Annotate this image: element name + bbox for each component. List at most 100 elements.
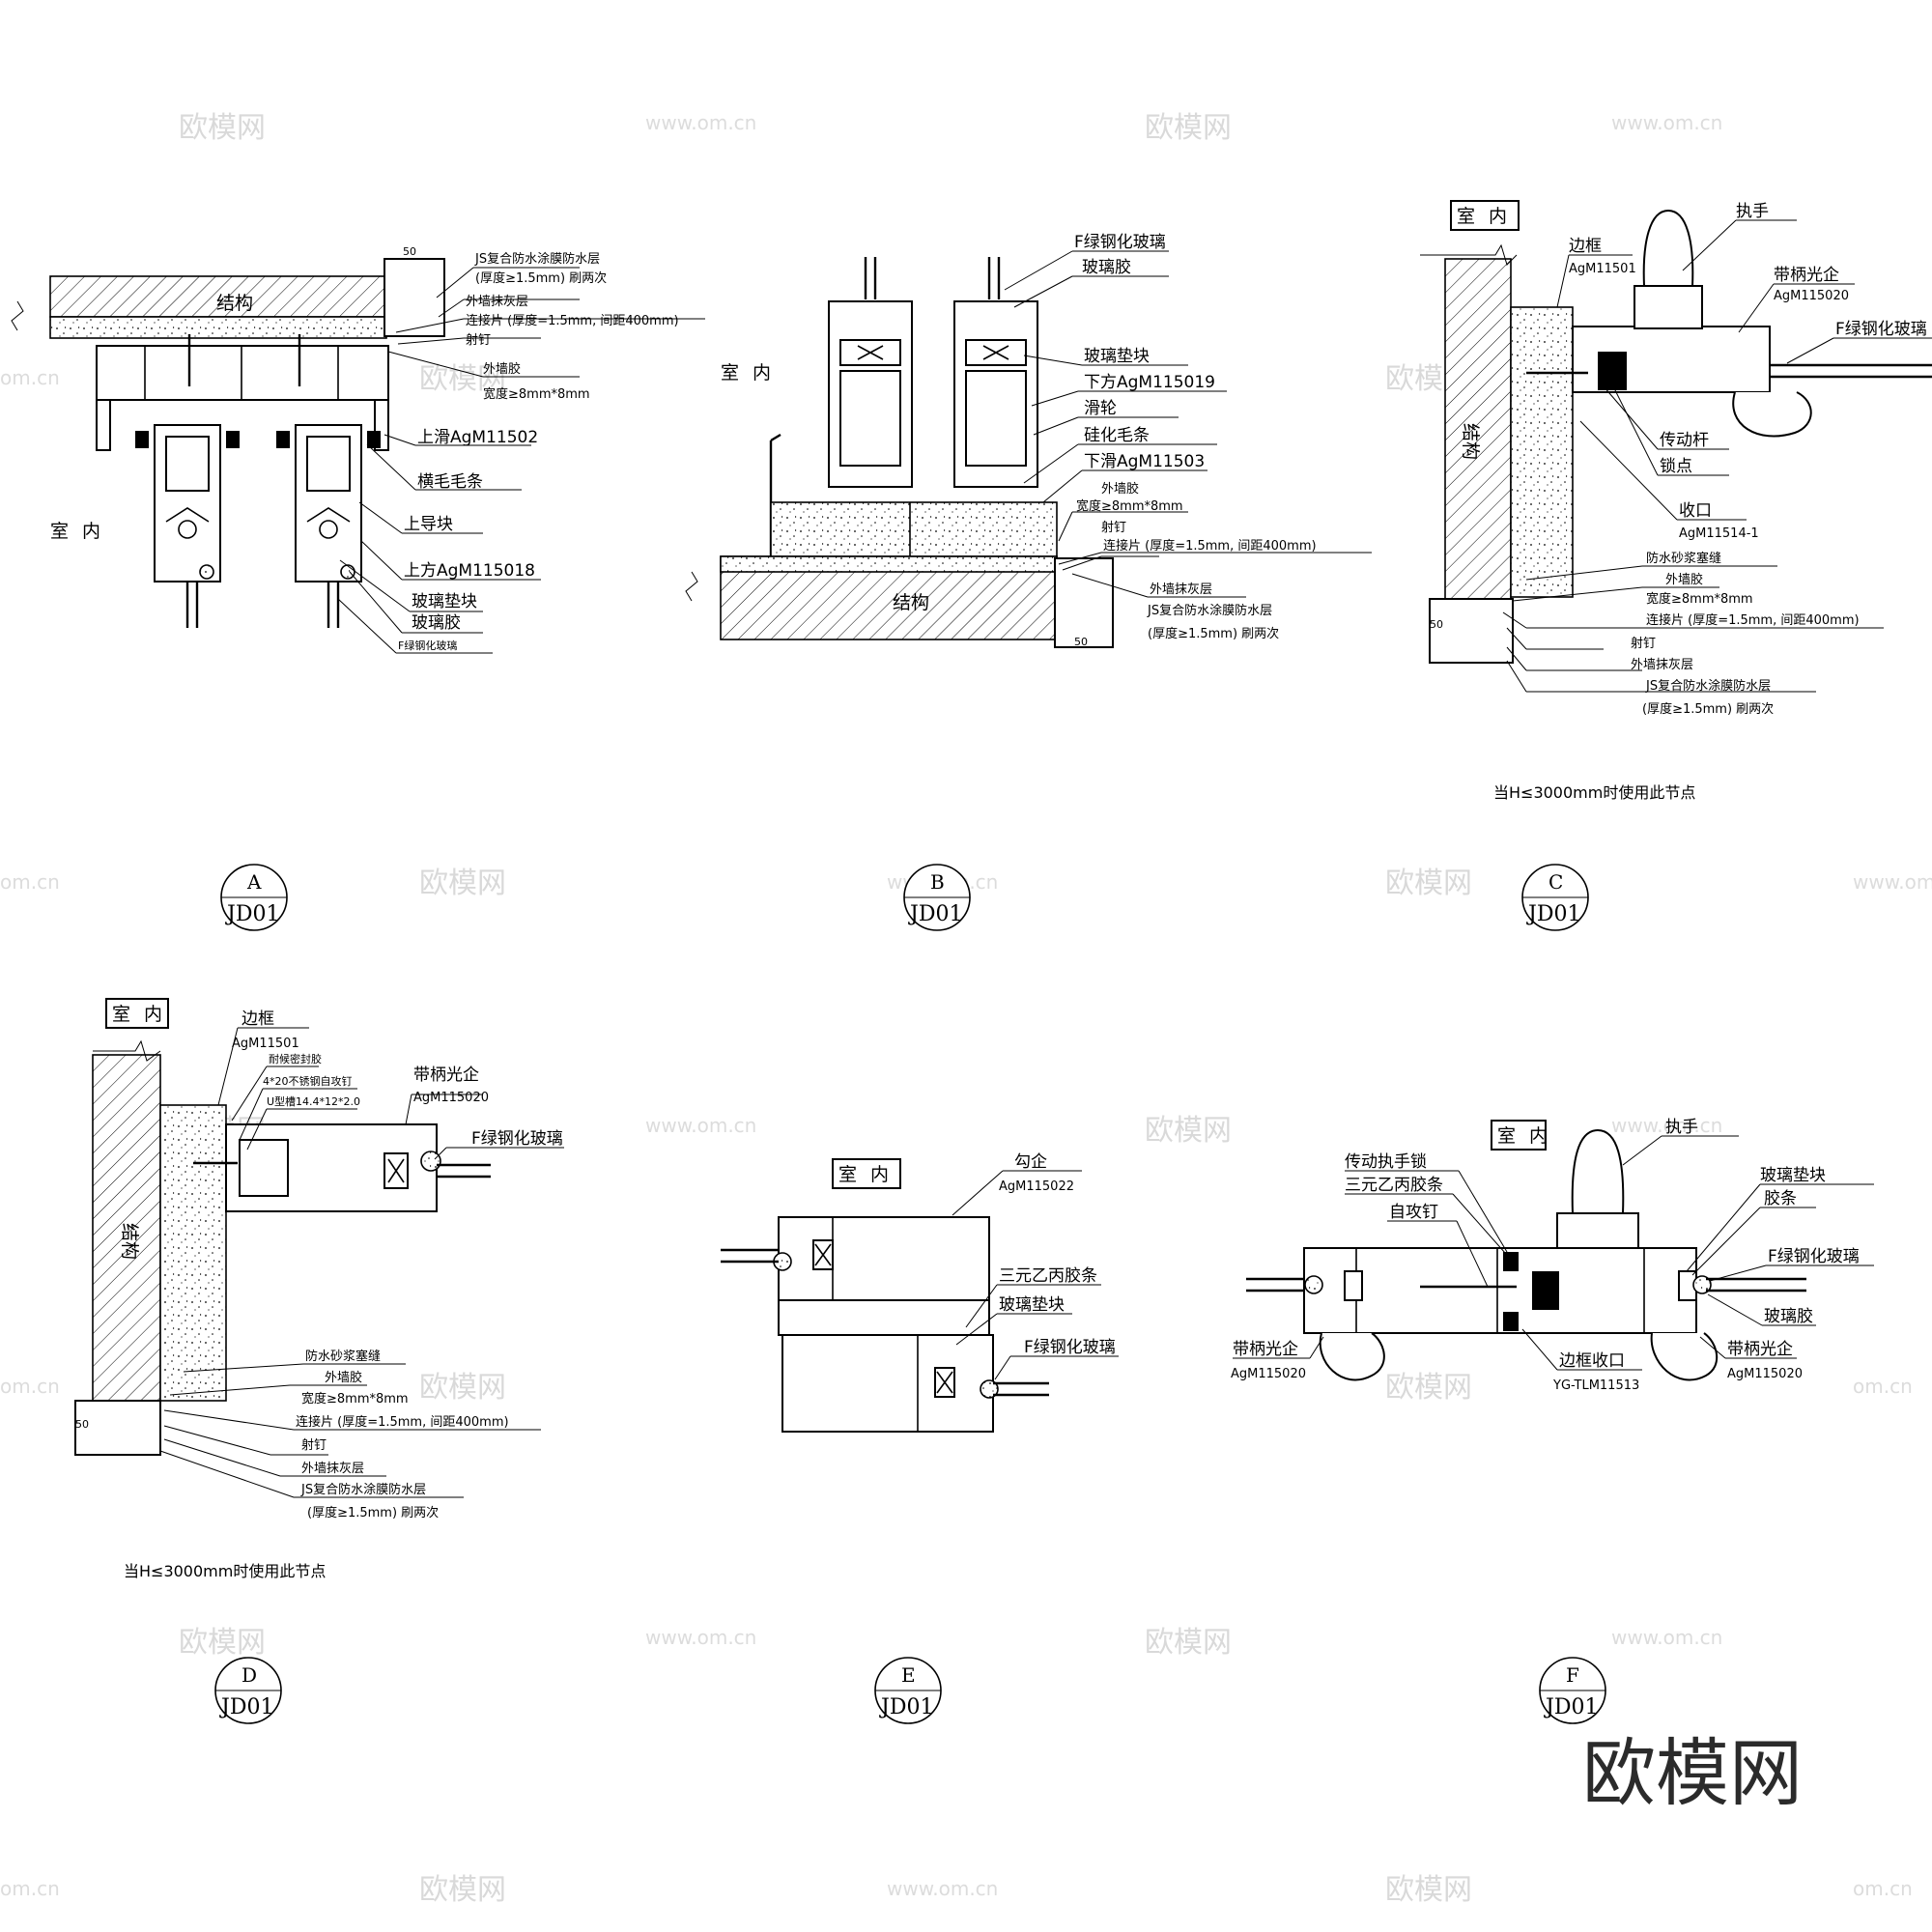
watermark-url: www.om.cn [645, 1626, 756, 1649]
room-label: 室 内 [721, 362, 775, 384]
bubble-letter: D [242, 1663, 257, 1687]
watermark-logo: 欧模网 [1385, 867, 1472, 900]
callout-label: 射钉 [301, 1437, 327, 1453]
callout-label: 滑轮 [1084, 399, 1117, 418]
callout-label: 连接片 (厚度=1.5mm, 间距400mm) [1646, 612, 1860, 628]
callout-label: (厚度≥1.5mm) 刷两次 [1642, 701, 1774, 717]
callout-label: 上方AgM115018 [404, 561, 535, 581]
callout-label: 上滑AgM11502 [417, 428, 538, 447]
callout-label: 玻璃胶 [412, 613, 461, 633]
watermark-logo: 欧模网 [419, 362, 506, 396]
room-box [1491, 1120, 1547, 1151]
callout-label: 带柄光企 [413, 1065, 479, 1085]
watermark-logo: 欧模网 [179, 1626, 266, 1660]
watermark-logo: 欧模网 [1145, 1626, 1232, 1660]
watermark-logo: 欧模网 [419, 867, 506, 900]
structure-wall [92, 1054, 161, 1402]
detail-bubble-e: E JD01 [874, 1657, 942, 1724]
watermark-url: om.cn [1853, 1877, 1913, 1900]
callout-label: 边框收口 [1559, 1351, 1625, 1371]
bubble-sheet: JD01 [219, 1695, 273, 1719]
callout-label: YG-TLM11513 [1552, 1378, 1639, 1393]
callout-label: 外墙抹灰层 [466, 295, 528, 309]
sash-profile [1650, 1332, 1718, 1381]
meeting-stile-profile [1303, 1247, 1697, 1334]
watermark-logo: 欧模网 [419, 1371, 506, 1405]
callout-label: AgM115020 [1727, 1367, 1803, 1381]
plaster-layer [49, 316, 387, 339]
callout-label: 连接片 (厚度=1.5mm, 间距400mm) [466, 313, 679, 328]
dim-block [384, 258, 445, 337]
detail-d: 结构 室 内 50 边框 AgM11501 耐候密封 [74, 998, 564, 1724]
bubble-letter: A [246, 870, 262, 894]
watermark-url: om.cn [0, 870, 60, 894]
watermark-logo: 欧模网 [419, 1873, 506, 1907]
callout-label: AgM115022 [999, 1179, 1074, 1194]
dim-text: 50 [403, 245, 416, 258]
bubble-letter: B [930, 870, 945, 894]
callout-label: U型槽14.4*12*2.0 [267, 1094, 360, 1108]
callout-label: F绿钢化玻璃 [1074, 233, 1166, 252]
callout-label: 传动执手锁 [1345, 1152, 1427, 1172]
callout-label: 玻璃胶 [1764, 1307, 1813, 1326]
bubble-sheet: JD01 [1544, 1695, 1598, 1719]
dim-text: 50 [1430, 618, 1443, 631]
callout-label: 执手 [1665, 1118, 1698, 1137]
room-label: 室 内 [838, 1164, 893, 1185]
callout-label: 连接片 (厚度=1.5mm, 间距400mm) [296, 1414, 509, 1430]
room-label: 室 内 [50, 521, 104, 542]
bottom-track-infill [770, 501, 1058, 561]
sash-profile [1319, 1332, 1385, 1381]
callout-label: 外墙胶 [1101, 481, 1139, 497]
callout-label: AgM115020 [1231, 1367, 1306, 1381]
watermark-url: om.cn [0, 1877, 60, 1900]
callout-label: 带柄光企 [1727, 1340, 1793, 1359]
callout-label: 连接片 (厚度=1.5mm, 间距400mm) [1103, 538, 1317, 554]
watermark-url: www.om.cn [645, 1114, 756, 1137]
callout-label: 外墙抹灰层 [301, 1462, 364, 1476]
callout-label: 外墙抹灰层 [1631, 658, 1693, 672]
callout-label: 宽度≥8mm*8mm [301, 1391, 409, 1406]
callout-label: 玻璃垫块 [412, 592, 477, 611]
break-line [93, 1039, 161, 1062]
watermark-url: www.om.cn [1611, 1626, 1722, 1649]
detail-bubble-c: C JD01 [1521, 864, 1589, 931]
bubble-sheet: JD01 [225, 902, 279, 926]
watermark-logo: 欧模网 [1145, 111, 1232, 145]
callout-label: 射钉 [1631, 636, 1656, 651]
watermark-url: www.om.cn [1611, 111, 1722, 134]
callout-label: (厚度≥1.5mm) 刷两次 [307, 1505, 439, 1520]
callout-label: 锁点 [1660, 457, 1692, 476]
callout-label: 三元乙丙胶条 [1345, 1176, 1443, 1195]
watermark-logo: 欧模网 [179, 111, 266, 145]
watermark-url: www.om.cn [1853, 870, 1932, 894]
callout-label: 玻璃垫块 [1760, 1166, 1826, 1185]
callout-label: 三元乙丙胶条 [999, 1266, 1097, 1286]
callout-label: JS复合防水涂膜防水层 [300, 1482, 426, 1497]
interlock-profile-upper [778, 1216, 990, 1301]
callout-label: F绿钢化玻璃 [398, 639, 457, 652]
detail-bubble-f: F JD01 [1539, 1657, 1606, 1724]
structure-label: 结构 [893, 592, 929, 613]
callout-label: F绿钢化玻璃 [1024, 1338, 1116, 1357]
mortar-infill [159, 1104, 227, 1402]
detail-c: 结构 室 内 50 执手 边框 AgM [1420, 200, 1932, 931]
room-box [1450, 200, 1520, 231]
callout-label: 边框 [1569, 237, 1602, 256]
room-label: 室 内 [112, 1004, 166, 1025]
watermark-logo: 欧模网 [1385, 1873, 1472, 1907]
watermark-url: om.cn [0, 1375, 60, 1398]
handle-icon [1642, 209, 1694, 287]
callout-label: (厚度≥1.5mm) 刷两次 [475, 270, 607, 286]
detail-a: 结构 50 室 内 [11, 245, 705, 931]
watermark-url: www.om.cn [1611, 1114, 1722, 1137]
bubble-letter: E [901, 1663, 916, 1687]
bubble-sheet: JD01 [1526, 902, 1580, 926]
callout-label: JS复合防水涂膜防水层 [474, 251, 600, 267]
callout-label: AgM11501 [232, 1037, 299, 1051]
callout-label: 防水砂浆塞缝 [305, 1349, 381, 1364]
callout-label: 下滑AgM11503 [1084, 452, 1205, 471]
bubble-sheet: JD01 [879, 1695, 933, 1719]
bubble-letter: C [1548, 870, 1563, 894]
